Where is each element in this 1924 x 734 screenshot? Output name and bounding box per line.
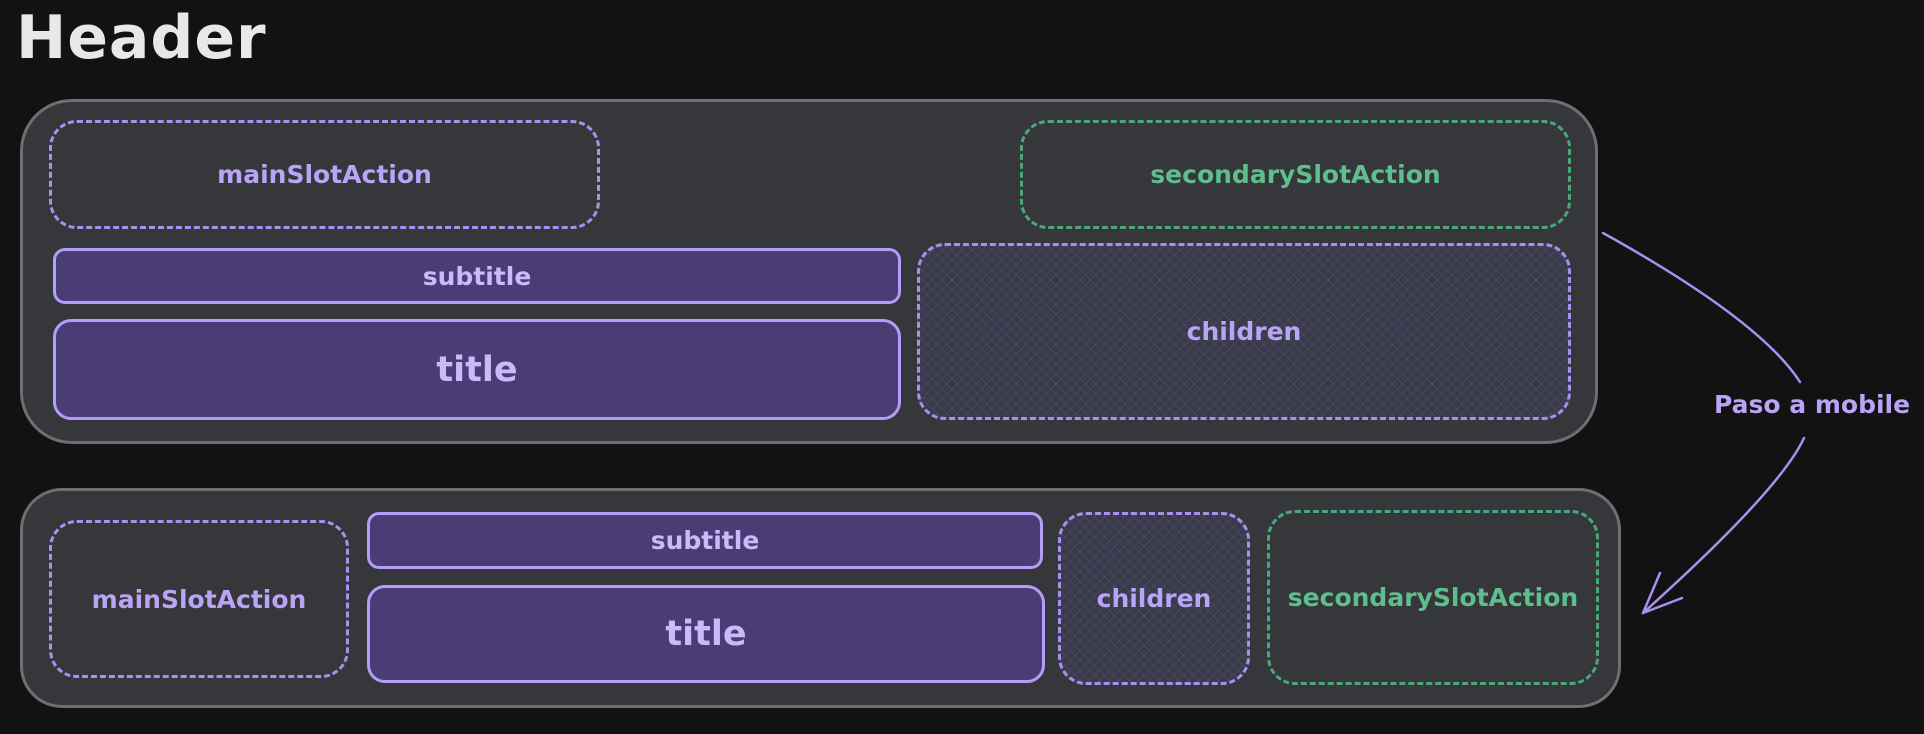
mobile-secondary-slot-action: secondarySlotAction bbox=[1267, 510, 1599, 685]
transition-arrow-upper-line bbox=[1601, 231, 1802, 384]
transition-arrow-lower-curve bbox=[1641, 436, 1806, 615]
mobile-main-slot-action: mainSlotAction bbox=[49, 520, 349, 678]
desktop-title: title bbox=[53, 319, 901, 420]
transition-arrow-head bbox=[1641, 571, 1684, 615]
mobile-title: title bbox=[367, 585, 1045, 683]
desktop-secondary-slot-action: secondarySlotAction bbox=[1020, 120, 1571, 229]
desktop-children: children bbox=[917, 243, 1571, 420]
diagram-title: Header bbox=[16, 3, 267, 73]
mobile-children: children bbox=[1058, 512, 1250, 685]
mobile-subtitle: subtitle bbox=[367, 512, 1043, 569]
transition-note: Paso a mobile bbox=[1714, 390, 1911, 419]
desktop-subtitle: subtitle bbox=[53, 248, 901, 304]
desktop-main-slot-action: mainSlotAction bbox=[49, 120, 600, 229]
